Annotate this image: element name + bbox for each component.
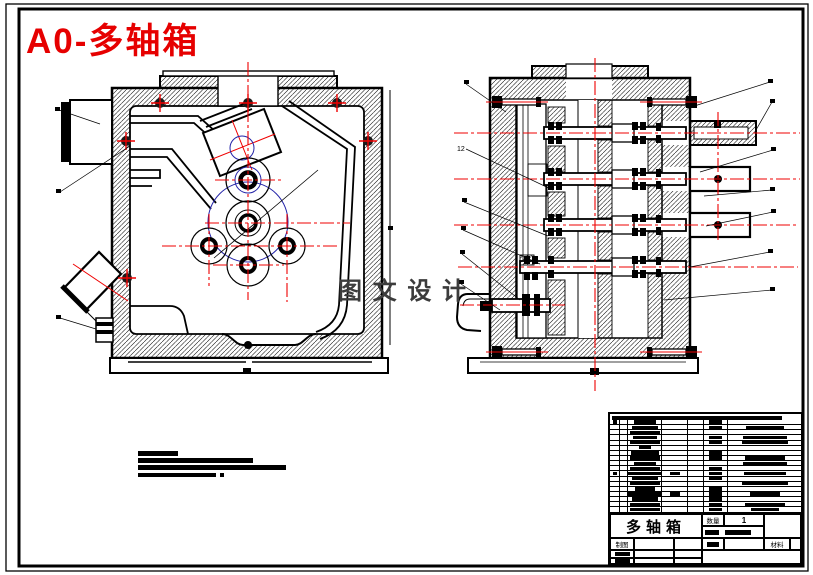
title-block-lower: 多轴箱 数量 1 制图 材料 xyxy=(610,514,801,564)
motor-mount-plate xyxy=(201,107,283,178)
bom-row xyxy=(610,466,801,472)
part-name-cell: 多轴箱 xyxy=(610,514,702,538)
side-flange xyxy=(61,99,113,165)
bom-row xyxy=(610,502,801,508)
notes-block xyxy=(138,451,286,480)
bom-row xyxy=(610,476,801,482)
empty-cell xyxy=(724,538,764,550)
empty-cell xyxy=(634,558,674,564)
empty-cell xyxy=(674,550,702,558)
bom-header-bar xyxy=(612,415,782,420)
empty-cell xyxy=(764,514,801,538)
mounting-bolts-left xyxy=(117,94,377,287)
sheet-border xyxy=(5,3,809,572)
empty-cell xyxy=(634,550,674,558)
bom-row xyxy=(610,455,801,462)
qty-label-cell: 数量 xyxy=(702,514,724,526)
leader-lines-left xyxy=(55,107,131,330)
empty-cell xyxy=(790,538,801,550)
bom-rows xyxy=(610,420,801,513)
drafter-label-cell: 制图 xyxy=(610,538,634,550)
bom-row xyxy=(610,440,801,446)
oil-channels xyxy=(130,100,356,340)
bom-row xyxy=(610,507,801,513)
centerlines-left xyxy=(162,62,350,302)
note-bar xyxy=(138,458,253,463)
note-bar xyxy=(138,451,178,456)
bom-table xyxy=(610,414,801,514)
bom-row xyxy=(610,430,801,436)
left-view xyxy=(55,62,393,374)
redacted-cell xyxy=(702,538,724,550)
redacted-text xyxy=(705,529,719,535)
note-bar xyxy=(138,465,286,470)
redacted-text xyxy=(614,559,630,563)
balloon-number: 12 xyxy=(457,146,465,153)
bom-row xyxy=(610,486,801,492)
empty-cell xyxy=(674,538,702,550)
centerlines-right xyxy=(454,58,800,391)
empty-cell xyxy=(702,550,801,564)
corner-bolts xyxy=(486,96,702,358)
right-view: 12 xyxy=(454,58,800,391)
bom-row xyxy=(610,481,801,487)
empty-cell xyxy=(674,558,702,564)
redacted-text xyxy=(725,529,751,535)
redacted-text xyxy=(614,552,630,556)
drawing-number-title: A0-多轴箱 xyxy=(26,22,200,61)
empty-cell xyxy=(634,538,674,550)
oil-funnel xyxy=(60,250,129,343)
material-label-cell: 材料 xyxy=(764,538,790,550)
external-shafts xyxy=(688,112,757,240)
bom-row xyxy=(610,471,801,477)
bom-row xyxy=(610,445,801,451)
bom-row xyxy=(610,450,801,456)
bom-row xyxy=(610,425,801,431)
gear-train xyxy=(190,135,319,287)
leader-lines-right: 12 xyxy=(457,79,776,311)
qty-value-cell: 1 xyxy=(724,514,764,526)
bom-row xyxy=(610,420,801,426)
note-bar xyxy=(138,472,224,478)
bom-row xyxy=(610,491,801,498)
title-block: 多轴箱 数量 1 制图 材料 xyxy=(608,412,803,566)
redacted-row xyxy=(702,526,764,538)
bom-row xyxy=(610,497,801,503)
redacted-text xyxy=(707,541,719,547)
bom-row xyxy=(610,435,801,441)
bom-row xyxy=(610,461,801,467)
watermark-text: 图 文 设 计 xyxy=(338,278,469,305)
redacted-cell xyxy=(610,550,634,558)
redacted-cell xyxy=(610,558,634,564)
